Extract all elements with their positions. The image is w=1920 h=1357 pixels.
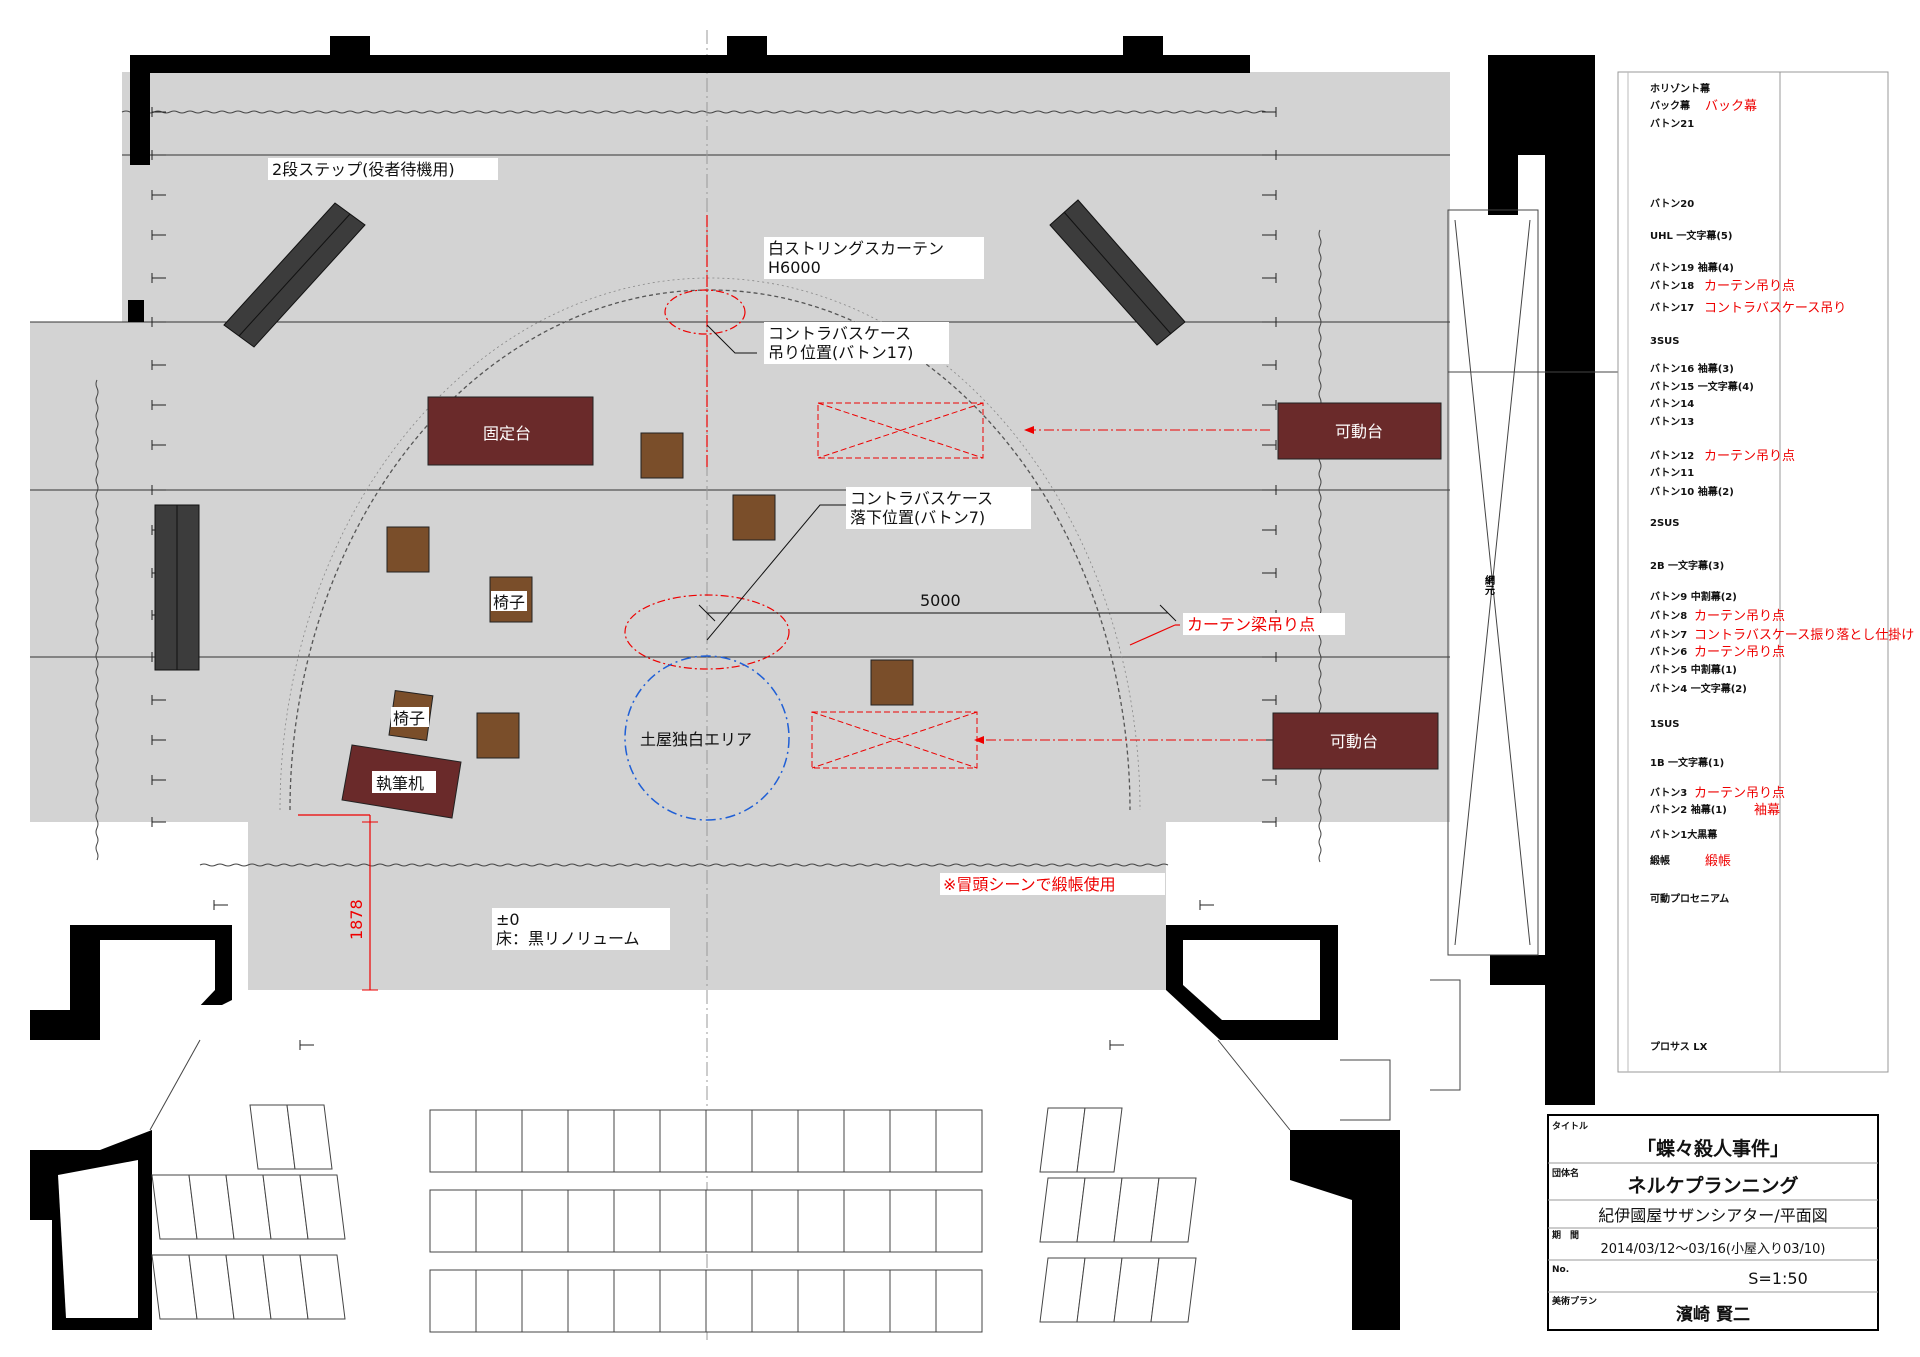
tick-marks — [151, 107, 1277, 1050]
batten-label: バトン3 — [1650, 787, 1687, 799]
batten-label: バトン7 — [1650, 629, 1687, 641]
dimension-1878: 1878 — [347, 899, 366, 940]
cb-hang-label-2: 吊り位置(バトン17) — [768, 343, 913, 362]
movable-platform-2 — [1272, 712, 1439, 770]
audience-seating — [151, 1104, 1197, 1333]
fly-gallery — [1447, 209, 1618, 956]
batten-label: バトン15 一文字幕(4) — [1650, 380, 1754, 393]
batten-label: バトン11 — [1650, 467, 1694, 479]
batten-note: コントラバスケース吊り — [1704, 301, 1846, 316]
scale-value: S=1:50 — [1748, 1269, 1808, 1288]
floor-material: 床：黒リノリューム — [496, 929, 640, 948]
stage-floor — [30, 72, 1450, 990]
batten-label: 2B 一文字幕(3) — [1650, 559, 1724, 572]
batten-label: バトン21 — [1650, 118, 1694, 130]
walls — [30, 36, 1595, 1330]
batten-note: カーテン吊り点 — [1704, 279, 1795, 294]
batten-label: バトン18 — [1650, 280, 1694, 292]
batten-label: バトン19 袖幕(4) — [1650, 261, 1734, 274]
batten-label: バトン6 — [1650, 646, 1687, 658]
batten-label: バトン4 一文字幕(2) — [1650, 682, 1747, 695]
two-step-left — [223, 202, 366, 348]
fixed-platform — [427, 396, 594, 466]
no-label: No. — [1552, 1265, 1569, 1275]
opening-note: ※冒頭シーンで緞帳使用 — [943, 875, 1116, 894]
leader-lines — [698, 324, 1177, 641]
monologue-circle — [624, 655, 790, 821]
batten-note: カーテン吊り点 — [1694, 645, 1785, 660]
period-value: 2014/03/12〜03/16(小屋入り03/10) — [1601, 1242, 1826, 1257]
fixed-platform-label: 固定台 — [483, 424, 531, 443]
title-block: タイトル 「蝶々殺人事件」 団体名 ネルケプランニング 紀伊國屋サザンシアター/… — [1547, 1114, 1879, 1331]
curtain-beam-label: カーテン梁吊り点 — [1187, 615, 1315, 634]
gallery-label: 網元 — [1483, 574, 1495, 596]
batten-label: バトン5 中割幕(1) — [1650, 663, 1737, 676]
movable-platform-1 — [1277, 402, 1442, 460]
title-value: 「蝶々殺人事件」 — [1637, 1137, 1789, 1160]
batten-note: コントラバスケース振り落とし仕掛け — [1694, 628, 1914, 643]
movable-platform-label-2: 可動台 — [1330, 732, 1378, 751]
designer-label: 美術プラン — [1552, 1295, 1597, 1307]
period-label: 期 間 — [1552, 1229, 1579, 1241]
batten-label: 1SUS — [1650, 719, 1679, 730]
batten-label: バトン17 — [1650, 302, 1694, 314]
batten-label: バック幕 — [1650, 99, 1691, 112]
batten-note: カーテン吊り点 — [1694, 609, 1785, 624]
cb-drop-label-2: 落下位置(バトン7) — [850, 508, 985, 527]
batten-label: バトン2 袖幕(1) — [1650, 803, 1727, 816]
batten-label: バトン16 袖幕(3) — [1650, 362, 1734, 375]
cb-drop-label-1: コントラバスケース — [850, 489, 993, 508]
two-step-right — [1049, 199, 1186, 346]
batten-note: 袖幕 — [1754, 803, 1780, 818]
batten-label: プロサス LX — [1650, 1040, 1708, 1053]
title-label: タイトル — [1552, 1120, 1588, 1132]
chair-label-1: 椅子 — [493, 593, 525, 612]
batten-label: バトン1大黒幕 — [1650, 828, 1718, 841]
batten-label: バトン8 — [1650, 610, 1687, 622]
dim-1878 — [362, 821, 378, 991]
company-label: 団体名 — [1552, 1167, 1579, 1179]
batten-label: 2SUS — [1650, 518, 1679, 529]
batten-note: カーテン吊り点 — [1704, 449, 1795, 464]
arrow-heads — [974, 426, 1034, 744]
batten-note: 緞帳 — [1705, 853, 1731, 869]
designer-value: 濱崎 賢二 — [1676, 1304, 1750, 1325]
batten-label: 可動プロセニアム — [1650, 892, 1729, 905]
contrabass-markers — [298, 215, 1180, 990]
boxes — [386, 432, 914, 759]
two-step-side — [154, 504, 200, 671]
hang-markers — [811, 402, 1270, 769]
batten-label: 緞帳 — [1650, 854, 1670, 867]
curtain-label-1: 白ストリングスカーテン — [768, 239, 944, 258]
desk-label: 執筆机 — [376, 774, 424, 793]
batten-label: バトン9 中割幕(2) — [1650, 590, 1737, 603]
company-value: ネルケプランニング — [1627, 1174, 1798, 1197]
batten-note: カーテン吊り点 — [1694, 786, 1785, 801]
floor-level: ±0 — [496, 910, 520, 929]
dimension-5000: 5000 — [920, 591, 961, 610]
batten-label: バトン10 袖幕(2) — [1650, 485, 1734, 498]
curtain-arc — [279, 277, 1141, 811]
batten-label: バトン20 — [1650, 198, 1694, 210]
batten-label: 3SUS — [1650, 336, 1679, 347]
cb-hang-label-1: コントラバスケース — [768, 324, 911, 343]
batten-label: バトン13 — [1650, 416, 1694, 428]
monologue-area-label: 土屋独白エリア — [640, 730, 752, 749]
batten-label: 1B 一文字幕(1) — [1650, 756, 1724, 769]
curtain-label-2: H6000 — [768, 258, 821, 277]
batten-note: バック幕 — [1705, 99, 1757, 114]
movable-platform-label-1: 可動台 — [1335, 422, 1383, 441]
batten-list: ホリゾント幕バック幕バック幕バトン21バトン20UHL 一文字幕(5)バトン19… — [1617, 71, 1914, 1073]
venue-value: 紀伊國屋サザンシアター/平面図 — [1598, 1206, 1827, 1225]
house-lines — [149, 979, 1461, 1131]
batten-label: UHL 一文字幕(5) — [1650, 229, 1732, 242]
batten-label: バトン12 — [1650, 450, 1694, 462]
step-label: 2段ステップ(役者待機用) — [272, 160, 455, 179]
chair-label-2: 椅子 — [393, 709, 425, 728]
batten-label: ホリゾント幕 — [1650, 82, 1711, 95]
batten-label: バトン14 — [1650, 398, 1694, 410]
